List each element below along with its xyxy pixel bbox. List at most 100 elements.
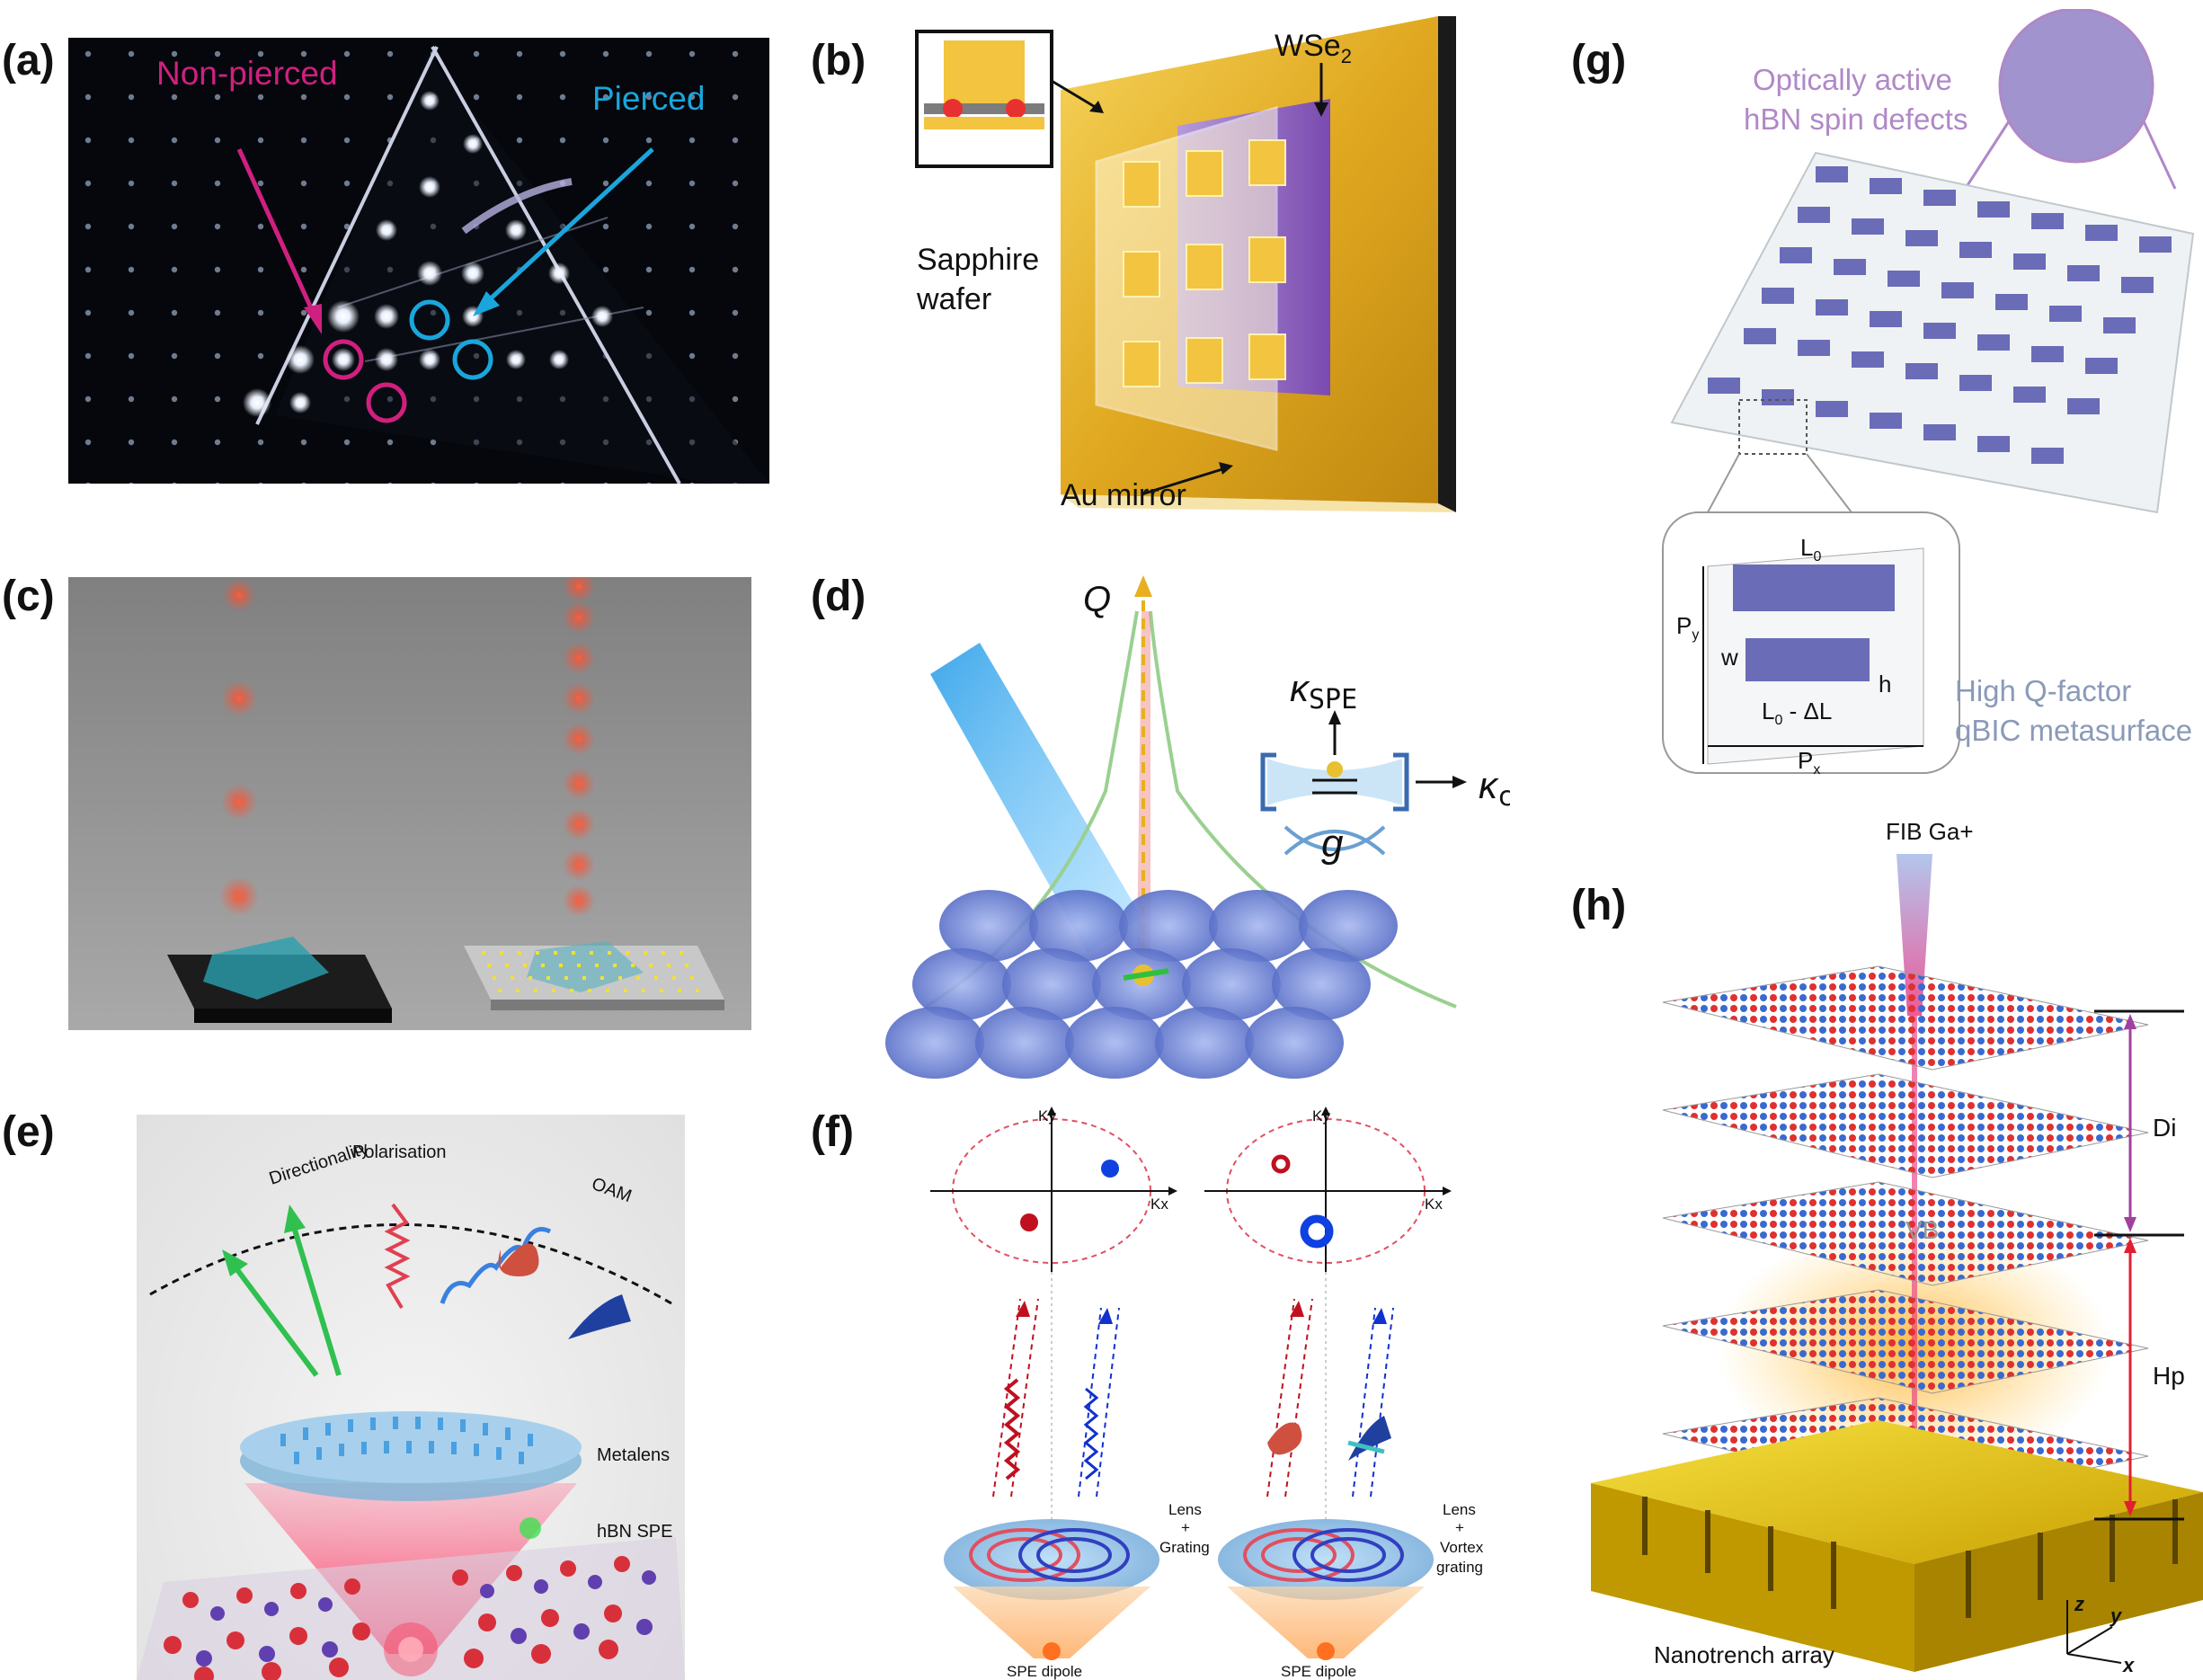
non-pierced-circle-2 — [366, 382, 407, 423]
lens-label-right: Lens — [1443, 1501, 1476, 1518]
ky-label-left: Ky — [1038, 1107, 1056, 1124]
vb-label: VB — [1905, 1216, 1939, 1244]
hbn-spe-label: hBN SPE — [597, 1522, 672, 1542]
f-right-setup: Ky Kx Lens + Vortex grating SPE dipole — [1204, 1107, 1484, 1680]
resonator-short — [1746, 638, 1870, 681]
lens-label-left: Lens — [1168, 1501, 1202, 1518]
panel-h-svg: FIB Ga+ VB Di Hp — [1591, 818, 2203, 1676]
px-label: Px — [1798, 747, 1820, 778]
flake-wrinkle — [461, 178, 573, 235]
q-label: Q — [1083, 580, 1111, 619]
metalens-pillars — [280, 1417, 533, 1464]
panel-e-svg: Directionality Polarisation OAM Metalens… — [137, 1138, 685, 1680]
wafer-label: wafer — [916, 282, 991, 316]
pillars — [1123, 139, 1286, 387]
nanotrench-label: Nanotrench array — [1654, 1641, 1834, 1668]
kx-label-left: Kx — [1150, 1196, 1168, 1213]
svg-text:x: x — [2122, 1654, 2135, 1676]
oam-helix-red — [498, 1243, 539, 1276]
nanotrench-side — [1914, 1492, 2203, 1672]
direction-arrow-2 — [291, 1226, 342, 1376]
spin-lattice — [885, 890, 1398, 1079]
plus-label-right: + — [1455, 1519, 1464, 1536]
svg-text:y: y — [2110, 1604, 2123, 1627]
inset-cross-section — [915, 30, 1053, 168]
plus-label-left: + — [1181, 1519, 1190, 1536]
panel-a-svg: Non-pierced Pierced — [68, 38, 769, 484]
cavity-diagram — [1260, 710, 1467, 856]
panel-f-svg: Ky Kx Lens + Grating SPE dipole — [930, 1107, 1484, 1680]
svg-text:z: z — [2074, 1593, 2084, 1615]
metasurface-resonators — [1708, 166, 2172, 464]
linear-polarisation-wave — [384, 1203, 411, 1310]
spe-dipole-label-right: SPE dipole — [1281, 1663, 1356, 1680]
pierced-circle-1 — [409, 299, 450, 341]
panel-g-svg: Optically active hBN spin defects L0 Py … — [1662, 9, 2195, 778]
pierced-label: Pierced — [592, 80, 705, 117]
au-mirror-label: Au mirror — [1061, 478, 1186, 512]
non-pierced-arrow — [236, 147, 315, 314]
direction-arrow-1 — [233, 1266, 319, 1377]
polarisation-label: Polarisation — [352, 1142, 447, 1162]
panel-f-schematic: Ky Kx Lens + Grating SPE dipole — [881, 1101, 1528, 1680]
g-title-line1: Optically active — [1753, 63, 1952, 96]
kappa-cav-label: κcav — [1479, 764, 1510, 813]
excitation-beam — [930, 643, 1141, 953]
oam-label: OAM — [589, 1174, 634, 1206]
kappa-spe-label: κSPE — [1290, 667, 1357, 716]
hbn-layer-2 — [1662, 1073, 2149, 1178]
w-label: w — [1720, 644, 1738, 671]
hbn-flake-left — [203, 937, 329, 1000]
nanotrench-top — [1591, 1420, 2203, 1564]
pillar-array — [482, 951, 699, 992]
panel-label-f: (f) — [811, 1108, 854, 1156]
di-label: Di — [2153, 1114, 2176, 1142]
py-label: Py — [1676, 612, 1699, 643]
hbn-lattice — [137, 1517, 685, 1680]
panel-label-g: (g) — [1571, 37, 1627, 84]
resonator-long — [1733, 564, 1895, 611]
spe-dipole-label-left: SPE dipole — [1007, 1663, 1082, 1680]
panel-d-svg: Q κSPE κcav g — [885, 575, 1510, 1079]
vortex-label: Vortex — [1440, 1539, 1484, 1556]
panel-b-device: WSe2 Sapphire wafer Au mirror — [881, 9, 1510, 548]
metalens-label: Metalens — [597, 1445, 670, 1465]
panel-e-metalens: Directionality Polarisation OAM Metalens… — [137, 1115, 685, 1680]
panel-a-micrograph: Non-pierced Pierced — [68, 38, 769, 484]
fib-label: FIB Ga+ — [1886, 818, 1974, 845]
sapphire-label: Sapphire — [917, 243, 1039, 277]
wse2-label: WSe2 — [1275, 29, 1352, 67]
bright-emitters — [243, 91, 613, 417]
panel-label-d: (d) — [811, 573, 866, 620]
h-label: h — [1879, 671, 1891, 698]
l0-dl-label: L0 - ΔL — [1762, 698, 1832, 728]
property-arc — [149, 1223, 672, 1305]
trenches — [1642, 1497, 2178, 1618]
oam-helix-blue — [568, 1294, 631, 1339]
photons-right — [563, 577, 595, 917]
panel-c-svg — [167, 577, 724, 1023]
hq-line2: qBIC metasurface — [1955, 714, 2192, 747]
g-title-line2: hBN spin defects — [1744, 102, 1968, 136]
panel-b-svg: WSe2 Sapphire wafer Au mirror — [915, 16, 1456, 512]
l0-label: L0 — [1800, 534, 1821, 564]
unit-cell-highlight — [1738, 399, 1808, 455]
panel-label-c: (c) — [2, 573, 55, 620]
panel-g-metasurface: Optically active hBN spin defects L0 Py … — [1654, 9, 2203, 782]
hbn-layer-4 — [1662, 1289, 2149, 1394]
panel-c-render — [68, 577, 751, 1030]
f-left-setup: Ky Kx Lens + Grating SPE dipole — [930, 1107, 1210, 1680]
hq-line1: High Q-factor — [1955, 674, 2131, 707]
panel-label-a: (a) — [2, 37, 55, 84]
panel-d-schematic: Q κSPE κcav g — [881, 557, 1510, 1097]
mode-envelope-right — [1149, 610, 1457, 1009]
panel-label-b: (b) — [811, 37, 866, 84]
panel-h-structure: FIB Ga+ VB Di Hp — [1591, 809, 2203, 1680]
ky-label-right: Ky — [1312, 1107, 1330, 1124]
pierced-circle-2 — [452, 339, 493, 380]
nanotrench-front — [1591, 1483, 1914, 1672]
hbn-layer-1 — [1662, 965, 2149, 1071]
panel-label-h: (h) — [1571, 882, 1627, 929]
circular-polarisation-wave — [440, 1227, 552, 1304]
non-pierced-label: Non-pierced — [156, 55, 338, 92]
